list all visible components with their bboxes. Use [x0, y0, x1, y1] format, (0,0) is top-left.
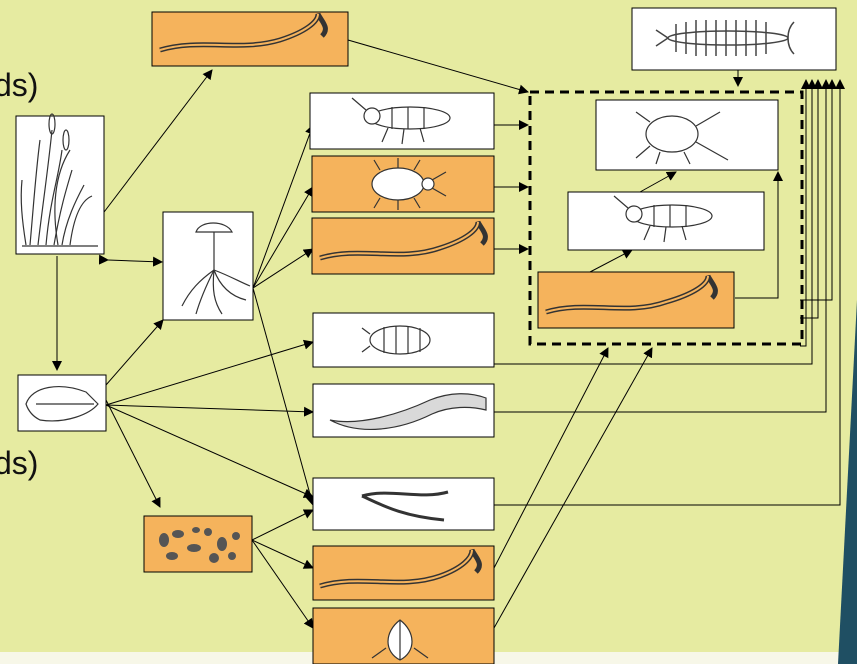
nematode-2-node — [311, 217, 495, 275]
springtail-1-node — [309, 92, 495, 150]
grass-icon — [20, 113, 98, 247]
earthworm-node — [312, 383, 495, 438]
springtail-icon — [351, 97, 451, 145]
enchytraeid-node — [312, 477, 495, 531]
bacteria-icon — [159, 527, 240, 563]
fungus-icon — [181, 222, 251, 315]
enchytraeid-icon — [361, 490, 449, 522]
protozoa-node — [312, 607, 495, 664]
isopod-icon — [361, 325, 431, 355]
centipede-node — [631, 7, 837, 71]
nematode-predator-node — [537, 271, 735, 329]
bottom-left-label: ds) — [0, 445, 38, 481]
fungus-node — [162, 211, 254, 321]
leaf-icon — [25, 386, 99, 422]
springtail-2-node — [567, 191, 765, 251]
nematode-3-node — [312, 545, 495, 601]
mite-icon — [371, 158, 447, 210]
predatory-mite-node — [595, 99, 779, 171]
protozoa-icon — [371, 619, 429, 661]
isopod-node — [312, 312, 495, 368]
mite-hairy-node — [311, 155, 495, 213]
earthworm-icon — [329, 393, 487, 430]
bacteria-node — [143, 515, 253, 573]
predator-group — [528, 90, 804, 346]
centipede-icon — [655, 20, 795, 56]
springtail-icon — [613, 195, 713, 243]
grass-node — [15, 113, 105, 255]
accent-stripe — [838, 300, 857, 664]
top-left-label: ds) — [0, 67, 38, 103]
leaf-node — [17, 374, 107, 432]
predatory-mite-icon — [635, 111, 729, 165]
nematode-top-node — [151, 11, 349, 67]
connections — [52, 39, 845, 629]
